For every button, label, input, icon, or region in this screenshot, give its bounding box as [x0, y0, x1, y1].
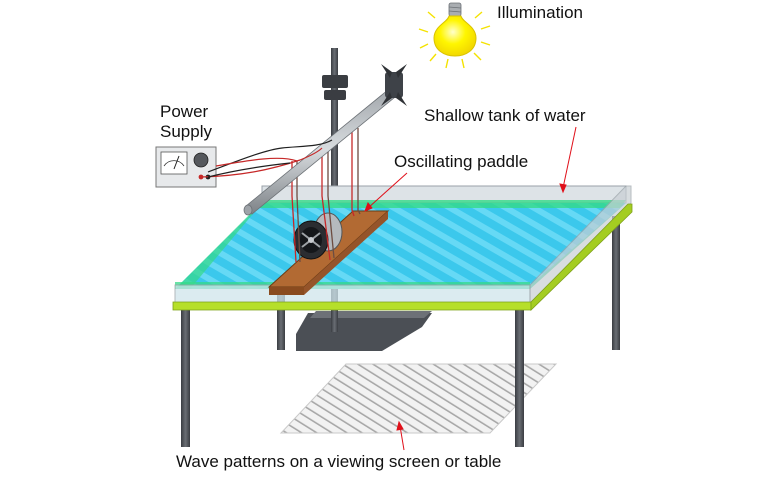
paddle-side-face	[304, 211, 388, 295]
table-leg-front-left	[181, 310, 190, 447]
label-wave-patterns: Wave patterns on a viewing screen or tab…	[176, 452, 502, 471]
clamp-icon	[322, 64, 407, 106]
annotation-arrows	[364, 126, 577, 451]
label-power-supply-line1: Power	[160, 102, 209, 121]
table-frame-right	[530, 203, 633, 311]
label-power-supply: Power Supply	[160, 102, 212, 142]
water-edge-left	[175, 203, 262, 289]
motor-icon	[293, 212, 343, 260]
light-bulb-icon	[418, 2, 491, 69]
support-arm-end	[243, 204, 253, 216]
water-surface	[175, 203, 626, 289]
table-leg-front-right	[515, 310, 524, 447]
stand-base	[296, 313, 432, 351]
label-illumination: Illumination	[497, 3, 583, 22]
label-power-supply-line2: Supply	[160, 122, 212, 141]
water-edge-back	[256, 200, 626, 208]
viewing-screen	[279, 363, 558, 434]
label-shallow-tank: Shallow tank of water	[424, 106, 586, 125]
label-oscillating-paddle: Oscillating paddle	[394, 152, 529, 171]
table-frame-front	[172, 301, 532, 311]
paddle-front-face	[269, 287, 304, 295]
power-wires	[200, 139, 333, 178]
tank-front-wall	[174, 284, 531, 304]
stand-base-top	[310, 311, 432, 318]
power-supply-meter-icon	[155, 146, 217, 188]
table-leg-back-right	[612, 216, 620, 350]
